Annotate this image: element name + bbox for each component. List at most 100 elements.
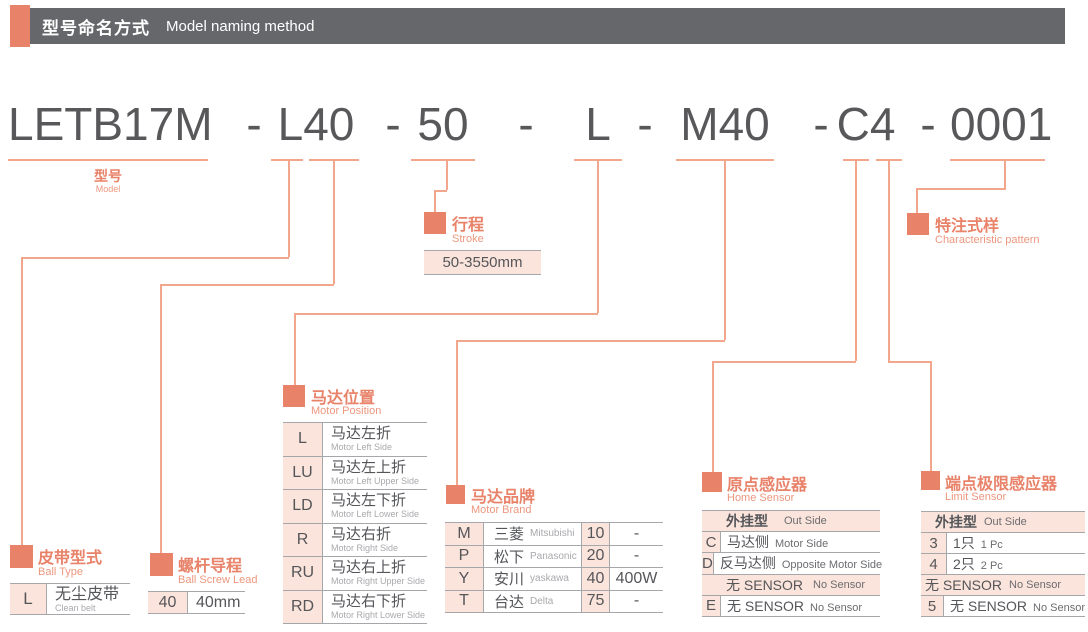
motor-position-code: LD [283, 490, 323, 523]
motor-brand-code: P [445, 545, 484, 567]
table-row: 40 40mm [148, 591, 245, 613]
desc-zh: 马达右上折 [331, 559, 407, 576]
model-segment-sensors: C4 [836, 98, 896, 150]
header-accent-square [10, 5, 30, 47]
motor-watt: - [633, 592, 640, 610]
connector-line [446, 160, 448, 190]
connector-line [160, 284, 162, 553]
connector-line [930, 361, 932, 471]
model-dash: - [637, 98, 653, 150]
sensor-desc: 反马达侧 Opposite Motor Side [714, 553, 882, 573]
screw-lead-code: 40 [148, 592, 188, 613]
connector-line [888, 361, 932, 363]
belt-type-accent-square [10, 545, 33, 568]
group-zh: 外挂型 [935, 514, 977, 530]
table-row: P 松下 Panasonic 20 - [445, 544, 663, 567]
desc-zh: 马达右折 [331, 525, 392, 543]
group-en: Out Side [984, 516, 1027, 528]
desc-zh: 马达左折 [331, 425, 392, 442]
desc-zh: 马达左下折 [331, 492, 407, 509]
brand-zh: 松下 [494, 548, 525, 566]
group-zh: 无 SENSOR [726, 576, 804, 593]
desc-en: 1 Pc [980, 539, 1003, 551]
desc-zh: 1只 [953, 535, 975, 551]
stroke-title-en: Stroke [452, 233, 484, 245]
stroke-value-box: 50-3550mm [424, 250, 541, 275]
motor-position-accent-square [283, 385, 305, 407]
motor-power-code: 20 [582, 545, 610, 567]
desc-zh: 无尘皮带 [55, 586, 120, 603]
sensor-group-row: 无 SENSOR No Sensor [921, 574, 1085, 595]
motor-position-desc: 马达左折 Motor Left Side [323, 423, 392, 456]
desc-en: Motor Left Upper Side [331, 475, 420, 486]
screw-lead-table: 40 40mm [148, 591, 245, 614]
motor-power-code: 40 [582, 568, 610, 590]
desc-zh: 无 SENSOR [727, 597, 805, 614]
connector-line [294, 313, 598, 315]
model-label-en: Model [95, 184, 121, 194]
table-row: LU 马达左上折 Motor Left Upper Side [283, 455, 427, 489]
connector-line [456, 340, 725, 342]
connector-line [288, 160, 290, 257]
limit-sensor-accent-square [921, 471, 940, 490]
connector-line [1004, 160, 1006, 188]
table-row: M 三菱 Mitsubishi 10 - [445, 522, 663, 545]
motor-brand-name: 安川 yaskawa [484, 568, 582, 590]
screw-lead-title-en: Ball Screw Lead [178, 574, 258, 586]
motor-position-code: RD [283, 590, 323, 623]
desc-en: Motor Side [775, 538, 829, 551]
brand-en: Delta [530, 595, 554, 607]
table-row: T 台达 Delta 75 - [445, 589, 663, 612]
desc-en: No Sensor [1033, 602, 1085, 614]
page-title-zh: 型号命名方式 [42, 18, 150, 38]
table-row: 4 2只 2 Pc [921, 553, 1085, 574]
model-dash: - [246, 98, 262, 150]
model-segment-characteristic: 0001 [950, 98, 1053, 150]
connector-line [712, 361, 856, 363]
belt-type-desc: 无尘皮带 Clean belt [47, 584, 119, 614]
limit-sensor-title-zh: 端点极限感应器 [945, 476, 1058, 493]
belt-type-table: L 无尘皮带 Clean belt [10, 583, 130, 615]
limit-sensor-table: 外挂型 Out Side 3 1只 1 Pc 4 2只 2 Pc 无 SENSO… [921, 511, 1085, 617]
sensor-group-row: 外挂型 Out Side [921, 511, 1085, 532]
table-row: L 无尘皮带 Clean belt [10, 583, 130, 614]
motor-position-title-zh: 马达位置 [311, 390, 376, 407]
desc-en: Motor Left Side [331, 442, 393, 452]
group-zh: 外挂型 [726, 513, 768, 530]
table-row: L 马达左折 Motor Left Side [283, 422, 427, 456]
connector-line [160, 284, 334, 286]
connector-line [294, 313, 296, 385]
sensor-desc: 马达侧 Motor Side [721, 532, 828, 552]
header-bar: 型号命名方式 Model naming method [30, 8, 1065, 44]
model-dash: - [385, 98, 401, 150]
desc-en: Motor Right Lower Side [331, 609, 426, 620]
underline-belt [271, 159, 303, 161]
table-row: 5 无 SENSOR No Sensor [921, 595, 1085, 616]
table-row: Y 安川 yaskawa 40 400W [445, 567, 663, 590]
belt-type-title-zh: 皮带型式 [38, 550, 103, 567]
stroke-title-zh: 行程 [452, 217, 485, 234]
table-row: E 无 SENSOR No Sensor [702, 594, 880, 616]
table-row: LD 马达左下折 Motor Left Lower Side [283, 489, 427, 523]
model-dash: - [813, 98, 829, 150]
desc-en: Motor Left Lower Side [331, 509, 420, 519]
home-sensor-table: 外挂型 Out Side C 马达侧 Motor Side D 反马达侧 Opp… [702, 510, 882, 617]
motor-brand-table: M 三菱 Mitsubishi 10 - P 松下 Panasonic 20 -… [445, 522, 663, 613]
motor-brand-accent-square [446, 485, 465, 504]
motor-brand-name: 松下 Panasonic [484, 545, 582, 567]
home-sensor-accent-square [702, 472, 722, 492]
motor-position-code: LU [283, 456, 323, 489]
model-segment-belt-lead: L40 [277, 98, 355, 150]
sensor-code: D [702, 553, 714, 574]
motor-position-desc: 马达右上折 Motor Right Upper Side [323, 557, 425, 590]
motor-brand-title-en: Motor Brand [471, 504, 532, 516]
connector-line [724, 160, 726, 340]
desc-en: Motor Right Upper Side [331, 576, 426, 586]
connector-line [434, 190, 447, 192]
connector-line [333, 160, 335, 284]
brand-en: yaskawa [530, 573, 569, 585]
sensor-desc: 2只 2 Pc [947, 554, 1003, 574]
connector-line [916, 188, 1006, 190]
desc-zh: 反马达侧 [719, 555, 776, 572]
